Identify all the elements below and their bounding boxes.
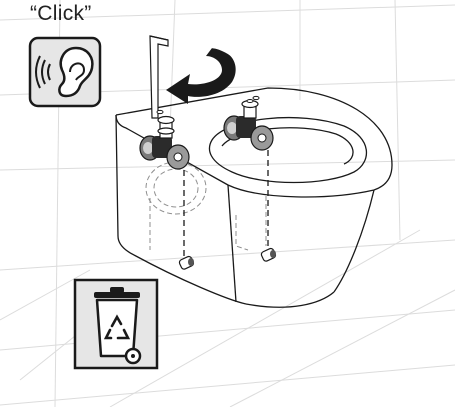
bolt-guide-lines <box>183 150 269 258</box>
wall-bolt-right <box>260 247 277 262</box>
hex-key-icon <box>149 35 169 119</box>
rotate-arrow-icon <box>166 47 239 104</box>
fixing-fitting-left <box>139 115 190 170</box>
wall-bolt-left <box>178 255 195 270</box>
deck-holes <box>156 95 260 115</box>
hidden-lines <box>145 161 267 251</box>
ear-sound-icon <box>28 36 102 108</box>
click-sound-caption: “Click” <box>30 2 92 25</box>
recycling-bin-icon <box>73 278 159 370</box>
fixing-fitting-right <box>223 99 274 151</box>
